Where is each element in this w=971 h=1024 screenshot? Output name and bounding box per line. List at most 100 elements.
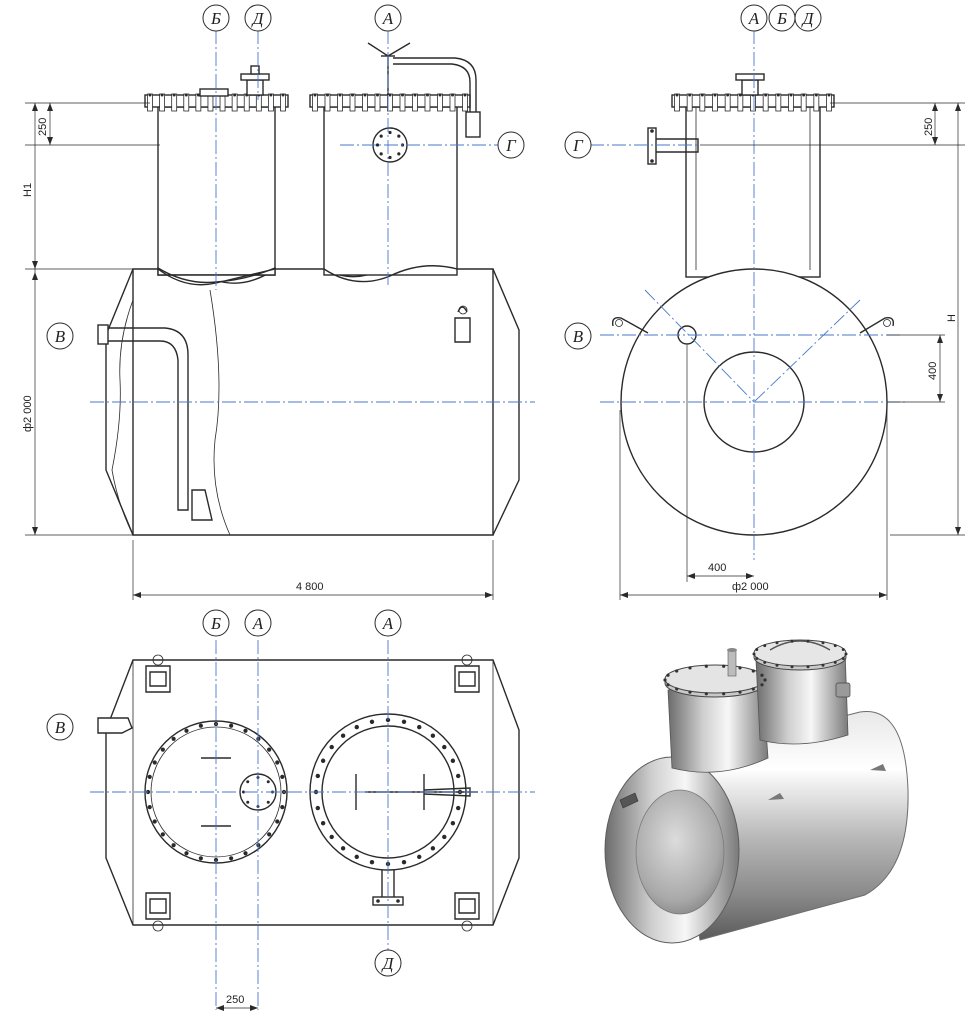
flange-bolt — [813, 93, 820, 112]
render-bolt — [763, 644, 767, 648]
flange-bolt — [354, 724, 359, 730]
dim-250-front: 250 — [37, 118, 49, 136]
plan-view: 250 — [90, 640, 535, 1011]
flange-bolt — [388, 155, 392, 160]
flange-bolt — [159, 93, 165, 112]
flange-bolt — [388, 130, 392, 135]
render-bolt — [790, 665, 794, 669]
render-bolt — [704, 692, 708, 696]
render-bolt — [738, 666, 742, 670]
flange-bolt — [324, 93, 331, 112]
flange-bolt — [184, 851, 189, 856]
marker-v: В — [46, 322, 74, 350]
marker-a: А — [374, 609, 402, 637]
flange-bolt — [198, 723, 203, 728]
render-bolt — [738, 690, 742, 694]
flange-bolt — [340, 733, 346, 738]
flange-bolt — [280, 93, 286, 112]
flange-bolt — [800, 93, 807, 112]
render-bolt — [760, 673, 764, 677]
marker-label: А — [382, 9, 394, 28]
flange-bolt — [337, 93, 343, 112]
flange-bolt — [246, 780, 250, 784]
flange-bolt — [430, 733, 436, 738]
tank-3d-render — [604, 639, 909, 944]
render-bolt — [675, 687, 679, 691]
flange-bolt — [442, 744, 447, 750]
flange-bolt — [712, 93, 718, 112]
marker-label: А — [382, 614, 394, 633]
marker-b: Б — [768, 4, 796, 32]
flange-bolt — [762, 93, 769, 112]
flange-bolt — [354, 854, 359, 860]
marker-label: В — [55, 718, 66, 737]
flange-bolt — [455, 805, 461, 811]
flange-bolt — [349, 93, 356, 112]
marker-label: В — [55, 327, 66, 346]
side-lifting-lug-left — [611, 316, 649, 334]
render-bolt — [790, 639, 794, 643]
render-bolt — [775, 663, 779, 667]
marker-label: Б — [210, 614, 221, 633]
flange-bolt — [362, 93, 368, 112]
flange-bolt — [160, 747, 165, 752]
dim-diameter-side: ф2 000 — [732, 581, 769, 593]
flange-bolt — [417, 854, 422, 860]
flange-bolt — [312, 93, 318, 112]
dim-h1: H1 — [22, 183, 34, 197]
flange-bolt — [775, 93, 782, 112]
flange-bolt — [401, 859, 407, 865]
flange-bolt — [442, 834, 447, 840]
flange-bolt — [147, 805, 152, 810]
flange-bolt — [397, 134, 401, 138]
flange-bolt — [699, 93, 706, 112]
side-nozzle-g — [656, 138, 699, 153]
flange-bolt — [374, 93, 381, 112]
plan-inlet-pipe — [97, 717, 133, 734]
front-right-head — [492, 268, 520, 536]
flange-bolt — [412, 93, 418, 112]
render-bolt — [763, 660, 767, 664]
side-manhole-shaft — [685, 106, 821, 278]
render-bolt — [663, 678, 667, 682]
front-section-cut — [111, 299, 134, 536]
render-bolt — [751, 687, 755, 691]
flange-bolt — [379, 152, 383, 156]
flange-bolt — [280, 805, 285, 810]
render-bolt — [821, 663, 825, 667]
render-bolt — [688, 690, 692, 694]
flange-bolt — [315, 773, 321, 779]
flange-bolt — [430, 846, 436, 851]
flange-bolt — [152, 819, 157, 824]
marker-b: Б — [202, 609, 230, 637]
render-bolt — [821, 641, 825, 645]
plan-nozzle-d — [381, 870, 395, 897]
side-lifting-lug-right — [859, 316, 895, 334]
flange-bolt — [826, 93, 832, 112]
flange-bolt — [401, 719, 407, 725]
render-bolt — [833, 644, 837, 648]
flange-bolt — [750, 93, 756, 112]
flange-bolt — [379, 134, 383, 138]
flange-bolt — [399, 93, 406, 112]
flange-bolt — [242, 790, 245, 794]
side-dimensions — [619, 102, 965, 600]
marker-label: Д — [801, 9, 815, 28]
flange-bolt — [243, 851, 248, 856]
flange-bolt — [397, 152, 401, 156]
render-bolt — [675, 669, 679, 673]
flange-bolt — [267, 747, 272, 752]
marker-d: Д — [244, 4, 272, 32]
render-bolt — [760, 683, 764, 687]
marker-label: Г — [505, 136, 517, 155]
flange-bolt — [229, 856, 234, 861]
flange-bolt — [183, 93, 190, 112]
marker-label: Д — [381, 954, 395, 973]
side-view: 250 H 400 400 ф2 000 — [590, 30, 965, 600]
marker-g: Г — [497, 131, 525, 159]
dim-diameter-front: ф2 000 — [22, 395, 34, 432]
flange-bolt — [686, 93, 693, 112]
render-bolt — [841, 648, 845, 652]
marker-v: В — [564, 322, 592, 350]
